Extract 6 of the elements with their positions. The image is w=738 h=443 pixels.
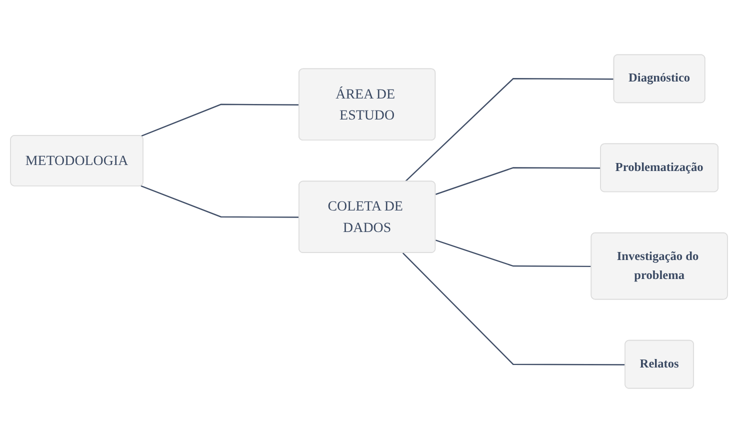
connector [435,240,592,268]
connector [404,78,614,182]
connector [140,185,300,218]
connector [140,104,300,137]
connector [435,167,601,195]
connector [402,252,626,366]
